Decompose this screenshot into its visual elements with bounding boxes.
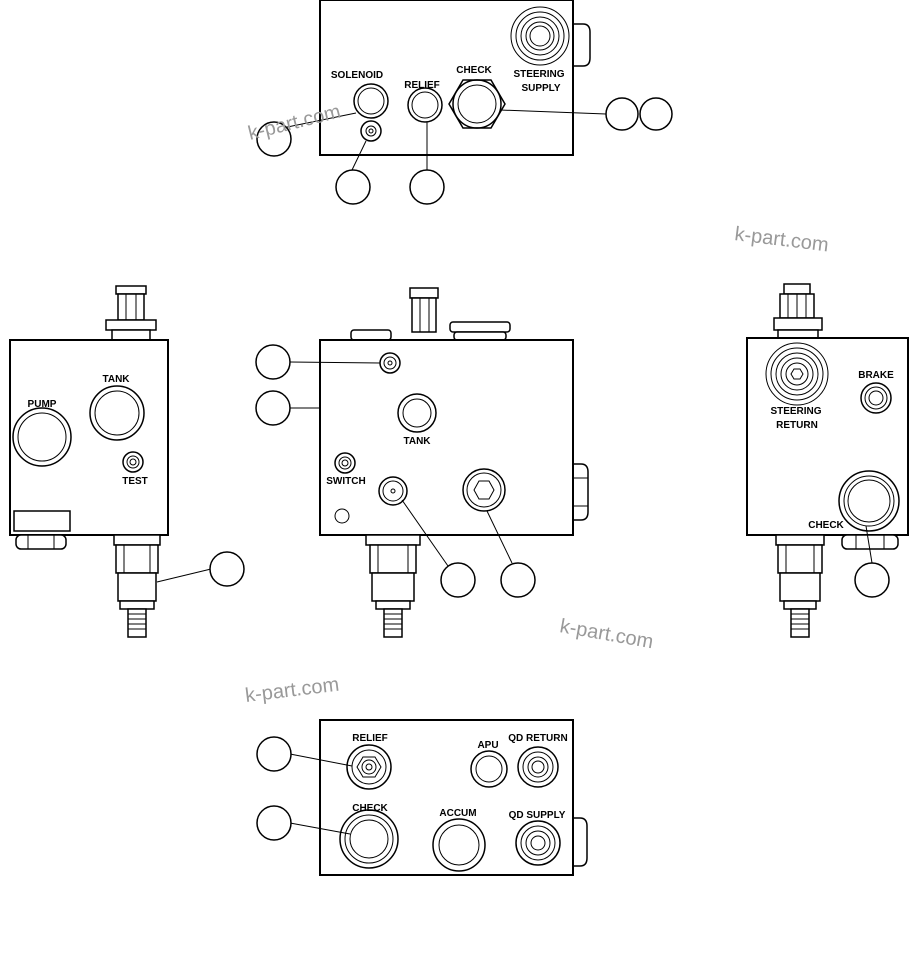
bottom-view: RELIEF CHECK APU QD RETURN ACCUM QD SUPP… [256, 719, 588, 876]
tank-left-label: TANK [102, 374, 130, 385]
watermark-top-right: k-part.com [733, 223, 829, 256]
watermark-middle: k-part.com [558, 615, 655, 653]
steering-supply-label-2: SUPPLY [521, 83, 560, 94]
check-right-label: CHECK [808, 520, 844, 531]
relief-bottom-label: RELIEF [352, 733, 388, 744]
check-bottom-label: CHECK [352, 803, 388, 814]
check-top-label: CHECK [456, 65, 492, 76]
qd-return-label: QD RETURN [508, 733, 567, 744]
top-view: SOLENOID RELIEF CHECK STEERING SUPPLY [256, 0, 673, 205]
steering-return-label-2: RETURN [776, 420, 818, 431]
qd-supply-label: QD SUPPLY [509, 810, 566, 821]
switch-label: SWITCH [326, 476, 365, 487]
steering-return-label-1: STEERING [770, 406, 821, 417]
right-view: STEERING RETURN BRAKE CHECK [746, 283, 909, 638]
pump-label: PUMP [28, 399, 57, 410]
brake-label: BRAKE [858, 370, 894, 381]
center-view: TANK SWITCH [255, 287, 589, 638]
steering-supply-label-1: STEERING [513, 69, 564, 80]
watermark-bottom-left: k-part.com [244, 674, 340, 707]
apu-label: APU [477, 740, 498, 751]
relief-top-label: RELIEF [404, 80, 440, 91]
solenoid-label: SOLENOID [331, 70, 383, 81]
test-label: TEST [122, 476, 148, 487]
left-view: PUMP TANK TEST [9, 285, 245, 638]
tank-center-label: TANK [403, 436, 431, 447]
accum-label: ACCUM [439, 808, 476, 819]
